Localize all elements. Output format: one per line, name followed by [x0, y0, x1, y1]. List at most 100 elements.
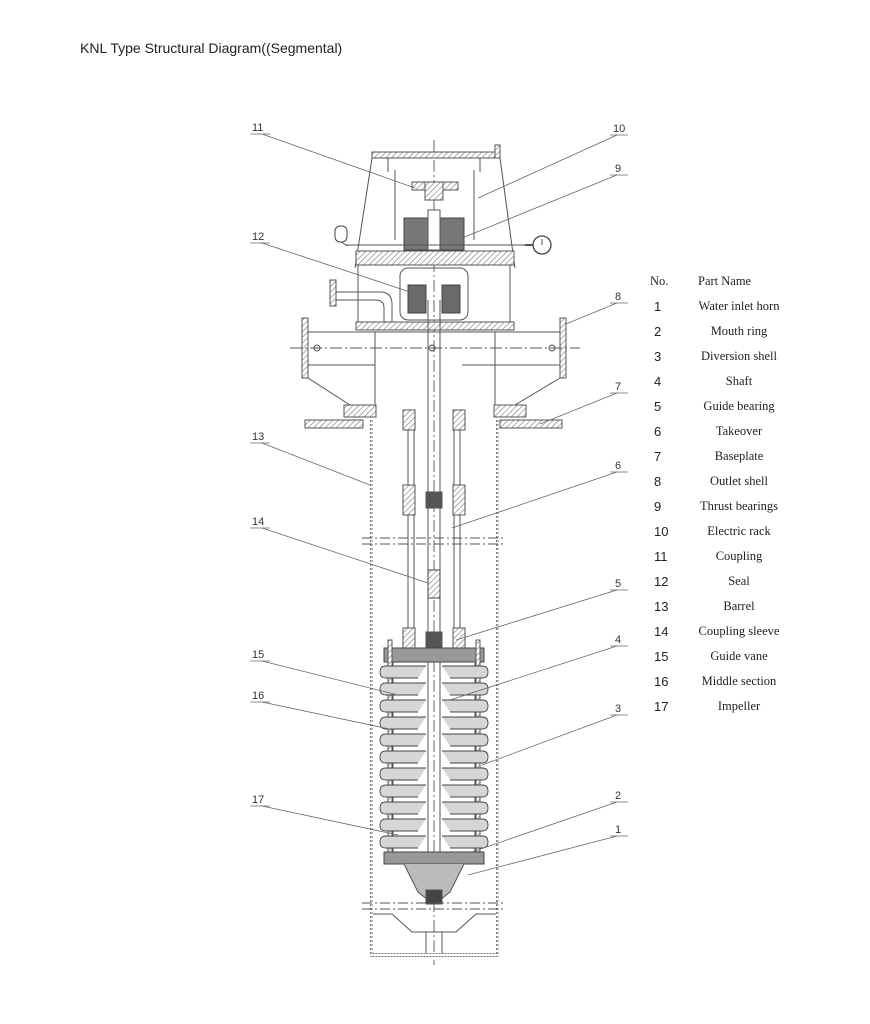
impeller-stage [442, 733, 489, 747]
column-pipe [402, 300, 466, 900]
diagram-title: KNL Type Structural Diagram((Segmental) [80, 40, 343, 56]
impeller-stage [442, 716, 489, 730]
part-number: 14 [654, 624, 669, 639]
impeller-stage [442, 767, 489, 781]
callout-7: 7 [615, 381, 621, 393]
impeller-stage [379, 818, 426, 832]
part-number: 9 [654, 499, 662, 514]
part-name: Guide bearing [703, 399, 775, 413]
part-number: 3 [654, 349, 662, 364]
callout-17: 17 [252, 794, 264, 806]
part-number: 12 [654, 574, 669, 589]
part-name: Outlet shell [710, 474, 768, 488]
callout-16: 16 [252, 690, 264, 702]
outlet-shell [290, 317, 580, 406]
legend-row: 2 Mouth ring [650, 322, 800, 347]
callout-13: 13 [252, 431, 264, 443]
impeller-stage [442, 699, 489, 713]
part-number: 13 [654, 599, 669, 614]
part-number: 5 [654, 399, 662, 414]
part-number: 16 [654, 674, 669, 689]
impeller-stage [379, 784, 426, 798]
bearing-plate [355, 250, 515, 266]
coupling [411, 181, 459, 201]
impeller-stage [379, 835, 426, 849]
part-name: Barrel [723, 599, 755, 613]
legend-row: 4 Shaft [650, 372, 800, 397]
leader-lines [250, 133, 628, 876]
callout-1: 1 [615, 824, 621, 836]
barrel [370, 417, 499, 957]
legend-row: 17 Impeller [650, 697, 800, 722]
impeller-stage [442, 665, 489, 679]
legend-row: 6 Takeover [650, 422, 800, 447]
impeller-stage [379, 699, 426, 713]
callout-14: 14 [252, 516, 264, 528]
impeller-stage [379, 665, 426, 679]
impeller-stages [379, 665, 489, 849]
legend-row: 11 Coupling [650, 547, 800, 572]
impeller-stage [379, 716, 426, 730]
legend-row: 9 Thrust bearings [650, 497, 800, 522]
part-number: 17 [654, 699, 669, 714]
part-name: Seal [728, 574, 750, 588]
part-name: Impeller [717, 699, 761, 713]
part-number: 15 [654, 649, 669, 664]
part-number: 2 [654, 324, 662, 339]
impeller-stage [379, 750, 426, 764]
part-number: 10 [654, 524, 669, 539]
callout-9: 9 [615, 163, 621, 175]
impeller-stage [442, 682, 489, 696]
callout-15: 15 [252, 649, 264, 661]
coupling-sleeve [427, 569, 441, 599]
part-name: Middle section [701, 674, 777, 688]
part-number: 6 [654, 424, 662, 439]
oil-cup-icon [334, 225, 349, 247]
part-number: 1 [654, 299, 662, 314]
callout-numbers: 11 12 13 14 15 16 17 10 9 8 7 6 5 4 3 2 … [252, 122, 625, 836]
suction-cone [373, 913, 496, 933]
impeller-stage [379, 767, 426, 781]
part-name: Thrust bearings [699, 499, 779, 513]
baseplate [304, 404, 563, 429]
callout-10: 10 [613, 123, 625, 135]
part-name: Coupling [715, 549, 763, 563]
part-number: 4 [654, 374, 662, 389]
drawing-body [290, 140, 580, 965]
impeller-stage [379, 682, 426, 696]
impeller-stage [379, 733, 426, 747]
part-name: Mouth ring [710, 324, 768, 338]
callout-4: 4 [615, 634, 621, 646]
part-number: 11 [654, 549, 668, 564]
part-number: 8 [654, 474, 662, 489]
part-name: Electric rack [707, 524, 771, 538]
callout-3: 3 [615, 703, 621, 715]
legend-row: 12 Seal [650, 572, 800, 597]
part-name: Takeover [715, 424, 763, 438]
part-name: Shaft [725, 374, 753, 388]
impeller-stage [442, 835, 489, 849]
impeller-stage [379, 801, 426, 815]
callout-2: 2 [615, 790, 621, 802]
callout-11: 11 [252, 122, 263, 134]
callout-8: 8 [615, 291, 621, 303]
callout-5: 5 [615, 578, 621, 590]
legend-header: No. Part Name [650, 272, 800, 297]
legend-header-no: No. [650, 274, 669, 288]
impeller-stage [442, 750, 489, 764]
callout-6: 6 [615, 460, 621, 472]
water-inlet-horn [383, 851, 485, 905]
legend-row: 8 Outlet shell [650, 472, 800, 497]
legend-row: 10 Electric rack [650, 522, 800, 547]
electric-rack [354, 144, 516, 269]
callout-12: 12 [252, 231, 264, 243]
legend-header-name: Part Name [698, 274, 752, 288]
guide-bearing [402, 627, 466, 653]
pressure-gauge-icon [525, 235, 552, 255]
